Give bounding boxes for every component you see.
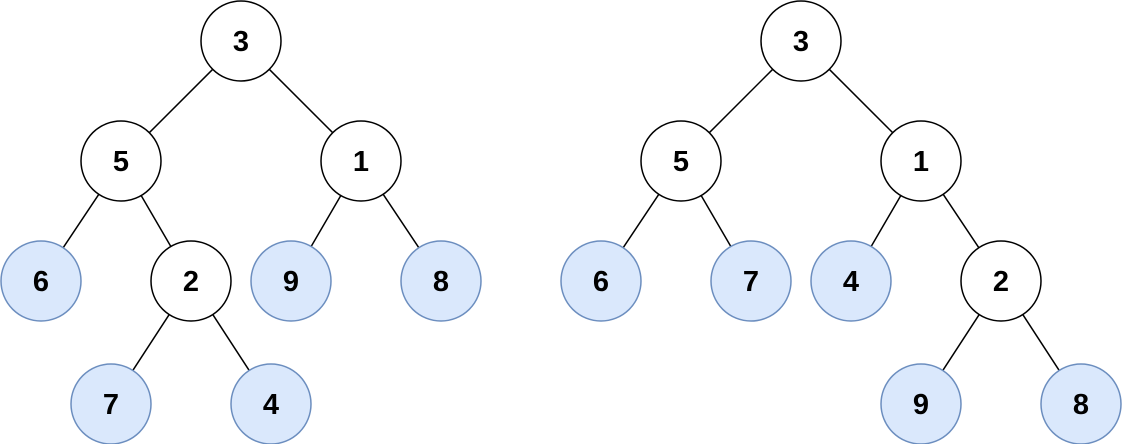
node-value: 6	[593, 266, 609, 298]
node-circle	[960, 240, 1042, 322]
tree-node: 1	[320, 120, 402, 202]
node-value: 3	[233, 26, 249, 58]
node-circle	[0, 240, 82, 322]
tree-leaf-node: 6	[560, 240, 642, 322]
tree-leaf-node: 9	[250, 240, 332, 322]
node-value: 3	[793, 26, 809, 58]
node-circle	[640, 120, 722, 202]
node-circle	[200, 0, 282, 82]
tree-leaf-node: 9	[880, 363, 962, 444]
tree-edge	[828, 68, 894, 134]
node-circle	[810, 240, 892, 322]
tree-edge	[140, 195, 172, 247]
node-circle	[150, 240, 232, 322]
node-value: 9	[283, 266, 299, 298]
node-circle	[230, 363, 312, 444]
node-circle	[710, 240, 792, 322]
tree-edge	[870, 195, 902, 247]
node-value: 1	[913, 146, 929, 178]
node-circle	[70, 363, 152, 444]
node-circle	[760, 0, 842, 82]
node-value: 6	[33, 266, 49, 298]
tree-edge	[148, 68, 214, 134]
left-tree: 3 5 1 6 2 9 8 7 4	[0, 0, 482, 444]
tree-edge	[62, 193, 100, 249]
node-value: 4	[263, 389, 279, 421]
node-value: 7	[743, 266, 759, 298]
right-tree: 3 5 1 6 7 4 2 9 8	[560, 0, 1122, 444]
tree-leaf-node: 4	[230, 363, 312, 444]
tree-edge	[708, 68, 774, 134]
tree-node: 1	[880, 120, 962, 202]
node-circle	[400, 240, 482, 322]
node-value: 4	[843, 266, 859, 298]
tree-leaf-node: 8	[1040, 363, 1122, 444]
tree-leaf-node: 8	[400, 240, 482, 322]
tree-edge	[942, 314, 980, 371]
tree-node: 3	[200, 0, 282, 82]
node-value: 7	[103, 389, 119, 421]
tree-edge	[310, 195, 342, 247]
tree-edge	[268, 68, 334, 134]
node-circle	[320, 120, 402, 202]
tree-node: 2	[150, 240, 232, 322]
node-value: 2	[993, 266, 1009, 298]
node-value: 8	[433, 266, 449, 298]
node-value: 5	[673, 146, 689, 178]
tree-node: 5	[80, 120, 162, 202]
node-value: 9	[913, 389, 929, 421]
node-circle	[1040, 363, 1122, 444]
node-circle	[880, 363, 962, 444]
node-circle	[250, 240, 332, 322]
node-circle	[880, 120, 962, 202]
tree-leaf-node: 7	[710, 240, 792, 322]
node-circle	[80, 120, 162, 202]
node-value: 2	[183, 266, 199, 298]
tree-node: 5	[640, 120, 722, 202]
tree-edge	[622, 193, 660, 249]
tree-edge	[382, 193, 420, 249]
tree-node: 2	[960, 240, 1042, 322]
node-value: 8	[1073, 389, 1089, 421]
tree-edge	[132, 314, 170, 371]
tree-leaf-node: 6	[0, 240, 82, 322]
tree-edge	[700, 195, 732, 247]
tree-leaf-node: 4	[810, 240, 892, 322]
tree-edge	[942, 193, 980, 249]
tree-edge	[1022, 314, 1060, 371]
tree-node: 3	[760, 0, 842, 82]
node-value: 5	[113, 146, 129, 178]
node-circle	[560, 240, 642, 322]
node-value: 1	[353, 146, 369, 178]
tree-leaf-node: 7	[70, 363, 152, 444]
tree-edge	[212, 314, 250, 371]
